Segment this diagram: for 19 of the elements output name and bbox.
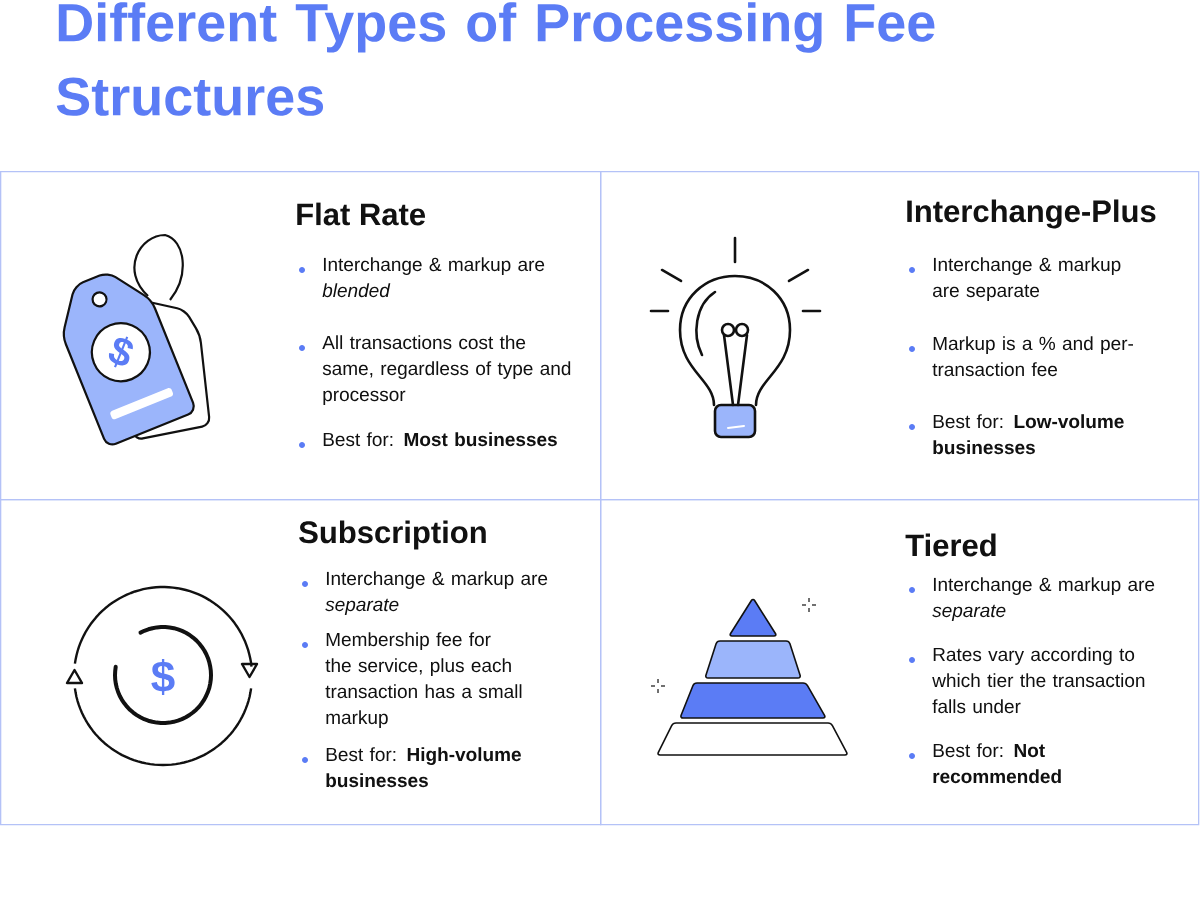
dollar-sign: $ (151, 659, 175, 695)
bullet-text: Interchange & markup are blended (322, 257, 545, 298)
bullet-text: Interchange & markup are separate (933, 257, 1121, 301)
heading: Interchange-Plus (907, 199, 1156, 229)
heading: Flat Rate (297, 202, 426, 226)
bullet-text: Best for: Not recommended (933, 743, 1061, 784)
bullet-text: Best for: Low-volume businesses (933, 414, 1124, 455)
bullet-text: All transactions cost the same, regardless of type and processor (322, 335, 571, 405)
bullet-text: Interchange & markup are separate (325, 571, 548, 615)
bullet-text: Best for: Most businesses (323, 432, 557, 447)
heading: Subscription (299, 520, 486, 550)
bullet-text: Best for: High-volume businesses (326, 747, 521, 788)
bullet-text: Rates vary according to which tier the transaction falls under (932, 647, 1145, 714)
dollar-sign: $ (108, 336, 133, 368)
bullet-text: Markup is a % and per-transaction fee (932, 336, 1133, 377)
heading: Tiered (905, 533, 996, 557)
bullet-text: Interchange & markup are separate (932, 577, 1155, 621)
title: Different Types of Processing Fee Structures (56, 2, 935, 116)
bullet-text: Membership fee for the service, plus each transaction has a small markup (325, 632, 522, 728)
